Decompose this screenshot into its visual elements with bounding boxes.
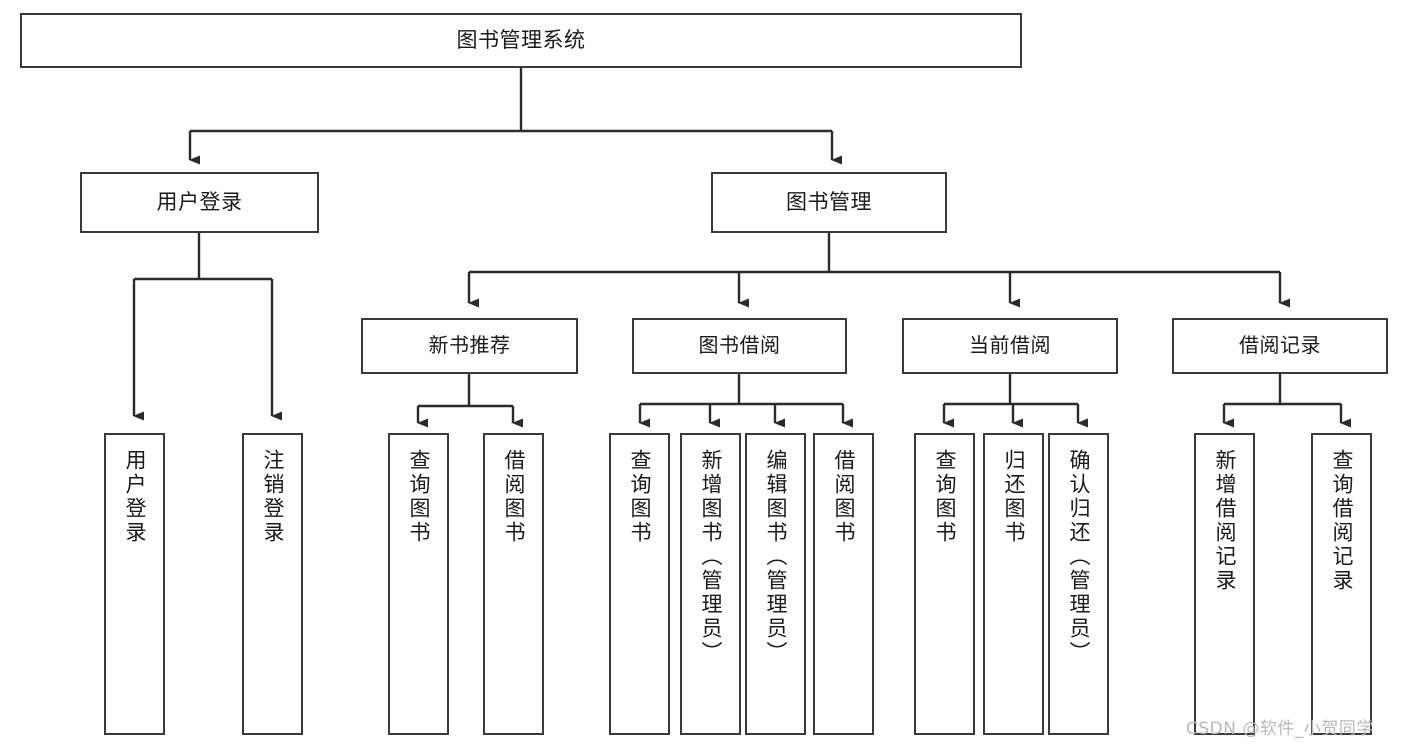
node-root-book-management-system[interactable]: 图书管理系统 xyxy=(20,13,1022,68)
node-label: 用户登录 xyxy=(156,190,243,215)
node-book-borrowing[interactable]: 图书借阅 xyxy=(632,318,847,374)
leaf-book-borrow-borrow-book[interactable]: 借阅图书 xyxy=(813,433,874,735)
leaf-book-borrow-add-book-admin[interactable]: 新增图书（管理员） xyxy=(680,433,741,735)
leaf-user-login-signin[interactable]: 用户登录 xyxy=(104,433,165,735)
leaf-current-borrow-confirm-return-admin[interactable]: 确认归还（管理员） xyxy=(1048,433,1109,735)
node-borrowing-record[interactable]: 借阅记录 xyxy=(1172,318,1388,374)
node-label: 新书推荐 xyxy=(428,333,511,358)
node-label: 编辑图书（管理员） xyxy=(764,449,788,665)
node-book-management[interactable]: 图书管理 xyxy=(711,172,947,233)
node-label: 新增借阅记录 xyxy=(1213,449,1237,593)
leaf-current-borrow-return-book[interactable]: 归还图书 xyxy=(983,433,1044,735)
node-label: 新增图书（管理员） xyxy=(699,449,723,665)
node-label: 借阅图书 xyxy=(502,449,526,545)
node-label: 当前借阅 xyxy=(969,333,1051,358)
watermark-csdn: CSDN @软件_小贺同学 xyxy=(1186,719,1374,739)
node-label: 确认归还（管理员） xyxy=(1067,449,1091,665)
leaf-current-borrow-query-book[interactable]: 查询图书 xyxy=(914,433,975,735)
node-label: 查询图书 xyxy=(628,449,652,545)
node-label: 用户登录 xyxy=(123,449,147,545)
node-label: 借阅记录 xyxy=(1239,333,1321,358)
node-label: 借阅图书 xyxy=(832,449,856,545)
node-label: 查询图书 xyxy=(407,449,431,545)
node-label: 图书管理系统 xyxy=(456,28,586,53)
node-label: 归还图书 xyxy=(1002,449,1026,545)
node-user-login[interactable]: 用户登录 xyxy=(80,172,319,233)
leaf-user-login-signout[interactable]: 注销登录 xyxy=(242,433,303,735)
node-label: 查询图书 xyxy=(933,449,957,545)
leaf-book-borrow-edit-book-admin[interactable]: 编辑图书（管理员） xyxy=(745,433,806,735)
leaf-new-book-borrow-book[interactable]: 借阅图书 xyxy=(483,433,544,735)
leaf-borrow-record-add-record[interactable]: 新增借阅记录 xyxy=(1194,433,1255,735)
node-label: 查询借阅记录 xyxy=(1330,449,1354,593)
node-label: 注销登录 xyxy=(261,449,285,545)
node-label: 图书借阅 xyxy=(698,333,781,358)
leaf-new-book-query-book[interactable]: 查询图书 xyxy=(388,433,449,735)
node-current-borrowing[interactable]: 当前借阅 xyxy=(902,318,1118,374)
leaf-borrow-record-query-record[interactable]: 查询借阅记录 xyxy=(1311,433,1372,735)
node-new-book-recommendation[interactable]: 新书推荐 xyxy=(361,318,578,374)
node-label: 图书管理 xyxy=(786,190,872,215)
leaf-book-borrow-query-book[interactable]: 查询图书 xyxy=(609,433,670,735)
